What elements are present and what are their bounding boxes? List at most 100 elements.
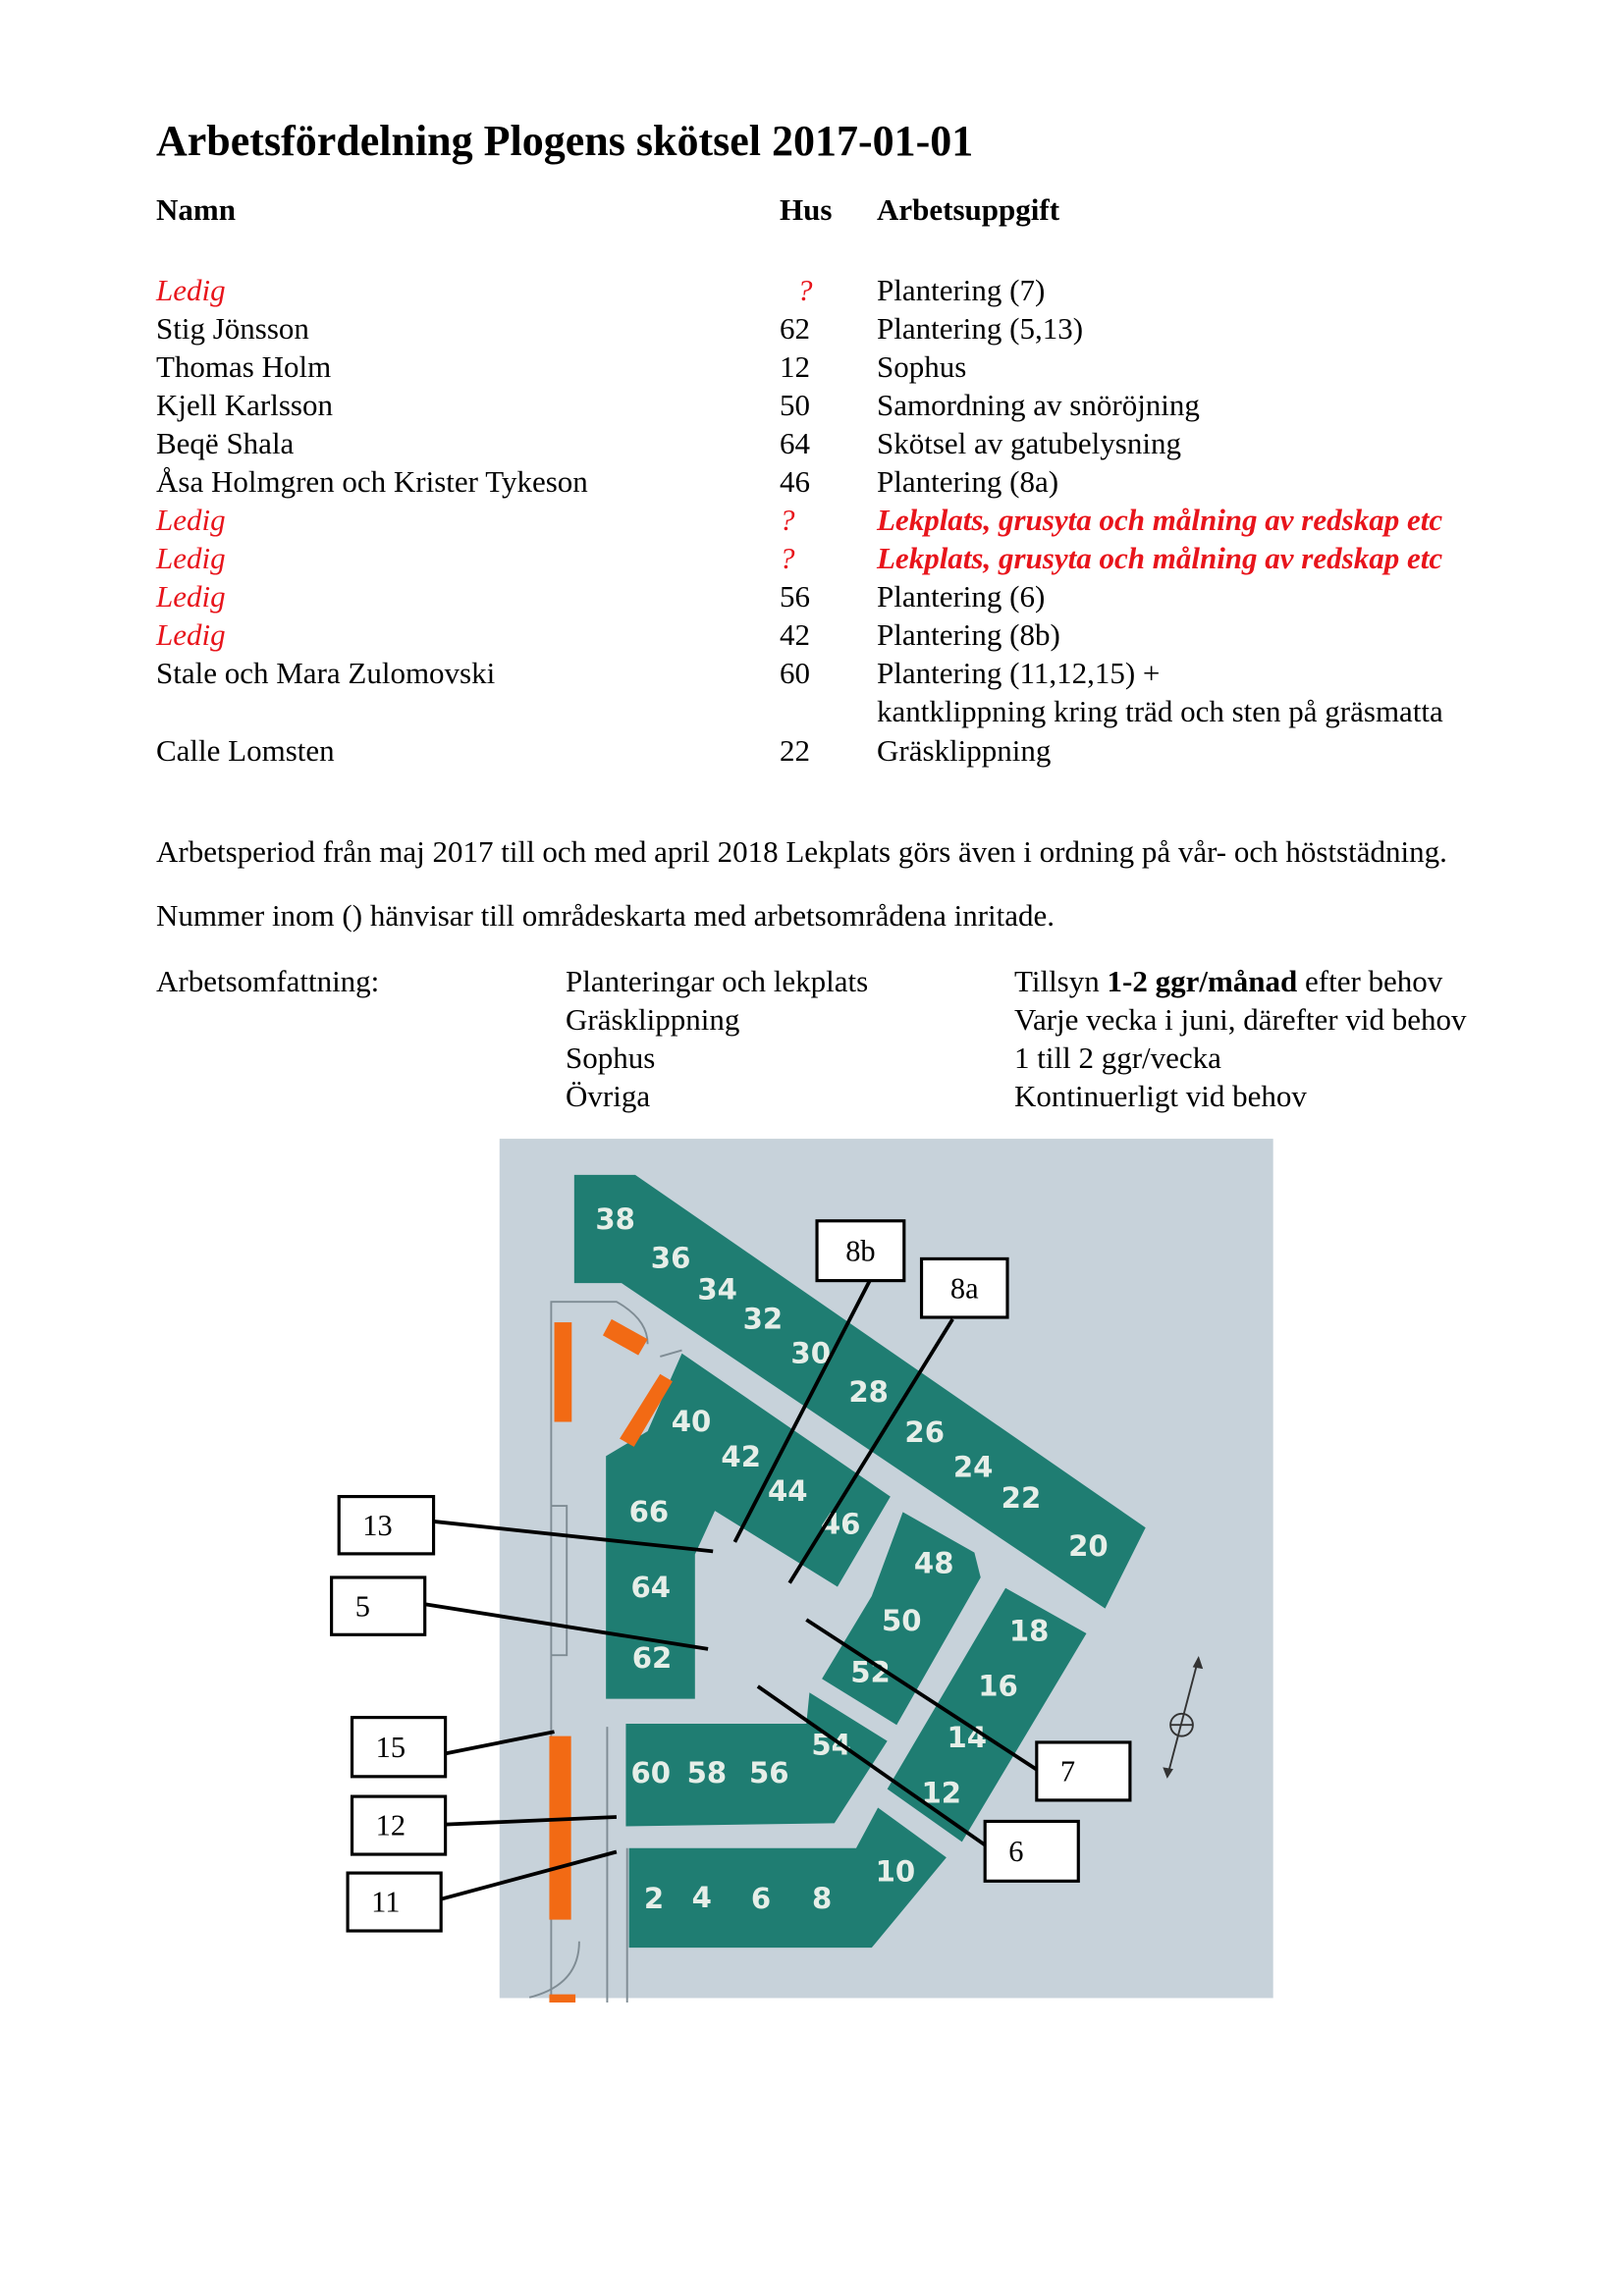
scope-label: Arbetsomfattning: [156, 964, 380, 998]
area-number: 8b [845, 1234, 875, 1267]
table-row: Ledig ? Lekplats, grusyta och målning av… [0, 503, 1624, 541]
house-number: 36 [651, 1241, 691, 1274]
row-task: Plantering (6) [877, 579, 1046, 614]
house-blocks [573, 1174, 1146, 1949]
row-name: Stig Jönsson [156, 311, 309, 346]
row-hus: ? [780, 503, 795, 537]
orange-markers [549, 1318, 673, 2002]
row-hus: ? [780, 541, 795, 575]
area-box: 7 [1035, 1740, 1132, 1802]
area-number: 7 [1060, 1755, 1075, 1789]
house-number: 60 [631, 1756, 672, 1789]
row-task: Plantering (8a) [877, 464, 1059, 499]
scope-frequency: Kontinuerligt vid behov [1014, 1077, 1307, 1115]
freq-text-post: efter behov [1297, 964, 1443, 998]
house-number: 18 [1009, 1615, 1050, 1648]
table-row: Beqë Shala 64 Skötsel av gatubelysning [0, 426, 1624, 464]
house-number: 56 [749, 1756, 789, 1789]
freq-text: Varje vecka i juni, därefter vid behov [1014, 1002, 1467, 1037]
house-number: 2 [644, 1882, 664, 1915]
house-number: 4 [692, 1881, 712, 1914]
row-hus: 46 [780, 464, 810, 499]
row-task-continued: kantklippning kring träd och sten på grä… [877, 694, 1443, 728]
area-number: 6 [1008, 1835, 1023, 1868]
house-number: 16 [978, 1669, 1018, 1702]
house-number: 38 [595, 1202, 635, 1236]
table-row: Stig Jönsson 62 Plantering (5,13) [0, 311, 1624, 349]
row-hus: 50 [780, 388, 810, 422]
scope-frequency: 1 till 2 ggr/vecka [1014, 1039, 1221, 1077]
house-number: 62 [632, 1641, 673, 1675]
row-name: Ledig [156, 541, 226, 575]
period-paragraph: Arbetsperiod från maj 2017 till och med … [156, 834, 1447, 869]
row-hus: 60 [780, 656, 810, 690]
row-hus: 42 [780, 617, 810, 652]
house-number: 50 [882, 1604, 922, 1637]
table-row: Ledig ? Plantering (7) [0, 273, 1624, 311]
row-name: Ledig [156, 617, 226, 652]
row-name: Ledig [156, 273, 226, 307]
house-number: 40 [672, 1405, 712, 1438]
house-number: 22 [1001, 1481, 1042, 1515]
row-task: Lekplats, grusyta och målning av redskap… [877, 503, 1443, 537]
house-number: 6 [751, 1882, 771, 1915]
table-row: Thomas Holm 12 Sophus [0, 349, 1624, 388]
freq-text: Kontinuerligt vid behov [1014, 1079, 1307, 1113]
house-number: 34 [697, 1273, 737, 1307]
row-task: Plantering (7) [877, 273, 1046, 307]
row-task: Plantering (11,12,15) + [877, 656, 1161, 690]
row-name: Calle Lomsten [156, 733, 335, 768]
row-name: Thomas Holm [156, 349, 332, 384]
scope-area: Sophus [566, 1041, 656, 1075]
table-row: Åsa Holmgren och Krister Tykeson 46 Plan… [0, 464, 1624, 503]
row-name: Åsa Holmgren och Krister Tykeson [156, 464, 588, 499]
row-task: Plantering (8b) [877, 617, 1060, 652]
house-number: 8 [812, 1882, 832, 1915]
area-labels: 8b 8a 13 5 15 12 11 7 6 [330, 1219, 1132, 1933]
row-hus: 64 [780, 426, 810, 460]
area-number: 13 [362, 1509, 392, 1542]
table-row: Ledig 42 Plantering (8b) [0, 617, 1624, 656]
house-number: 48 [914, 1547, 954, 1580]
table-row: Calle Lomsten 22 Gräsklippning [0, 733, 1624, 772]
area-number: 15 [376, 1731, 406, 1764]
table-row: Ledig ? Lekplats, grusyta och målning av… [0, 541, 1624, 579]
row-name: Ledig [156, 503, 226, 537]
house-number: 44 [768, 1474, 808, 1508]
row-task: Samordning av snöröjning [877, 388, 1200, 422]
area-number: 5 [355, 1589, 370, 1623]
area-box: 6 [983, 1819, 1080, 1883]
freq-text: Tillsyn [1014, 964, 1108, 998]
area-number: 8a [950, 1271, 979, 1305]
leader-lines [424, 1275, 1042, 1901]
house-number: 64 [631, 1571, 672, 1604]
row-hus: 62 [780, 311, 810, 346]
reference-paragraph: Nummer inom () hänvisar till områdeskart… [156, 898, 1056, 933]
header-task: Arbetsuppgift [877, 192, 1060, 227]
area-box: 12 [350, 1794, 448, 1856]
house-number: 58 [687, 1756, 728, 1789]
table-row: Ledig 56 Plantering (6) [0, 579, 1624, 617]
row-hus: 56 [780, 579, 810, 614]
freq-text: 1 till 2 ggr/vecka [1014, 1041, 1221, 1075]
house-number: 42 [721, 1440, 761, 1473]
row-hus: ? [797, 273, 813, 307]
house-number: 20 [1068, 1529, 1109, 1563]
row-task: Lekplats, grusyta och målning av redskap… [877, 541, 1443, 575]
house-number: 54 [811, 1729, 851, 1762]
house-number: 26 [904, 1415, 945, 1449]
header-hus: Hus [780, 192, 833, 227]
house-number: 24 [953, 1450, 994, 1483]
row-hus: 22 [780, 733, 810, 768]
area-map: 3836343230282624222040424446666462485052… [330, 1139, 1273, 2002]
header-name: Namn [156, 192, 236, 227]
compass-icon [1163, 1655, 1204, 1779]
area-box: 11 [346, 1871, 443, 1933]
area-number: 11 [371, 1886, 400, 1919]
scope-area: Övriga [566, 1079, 651, 1113]
area-box: 13 [337, 1494, 436, 1556]
area-box: 8a [919, 1256, 1009, 1319]
row-name: Stale och Mara Zulomovski [156, 656, 496, 690]
area-box: 5 [330, 1575, 427, 1636]
scope-frequency: Varje vecka i juni, därefter vid behov [1014, 1000, 1467, 1039]
